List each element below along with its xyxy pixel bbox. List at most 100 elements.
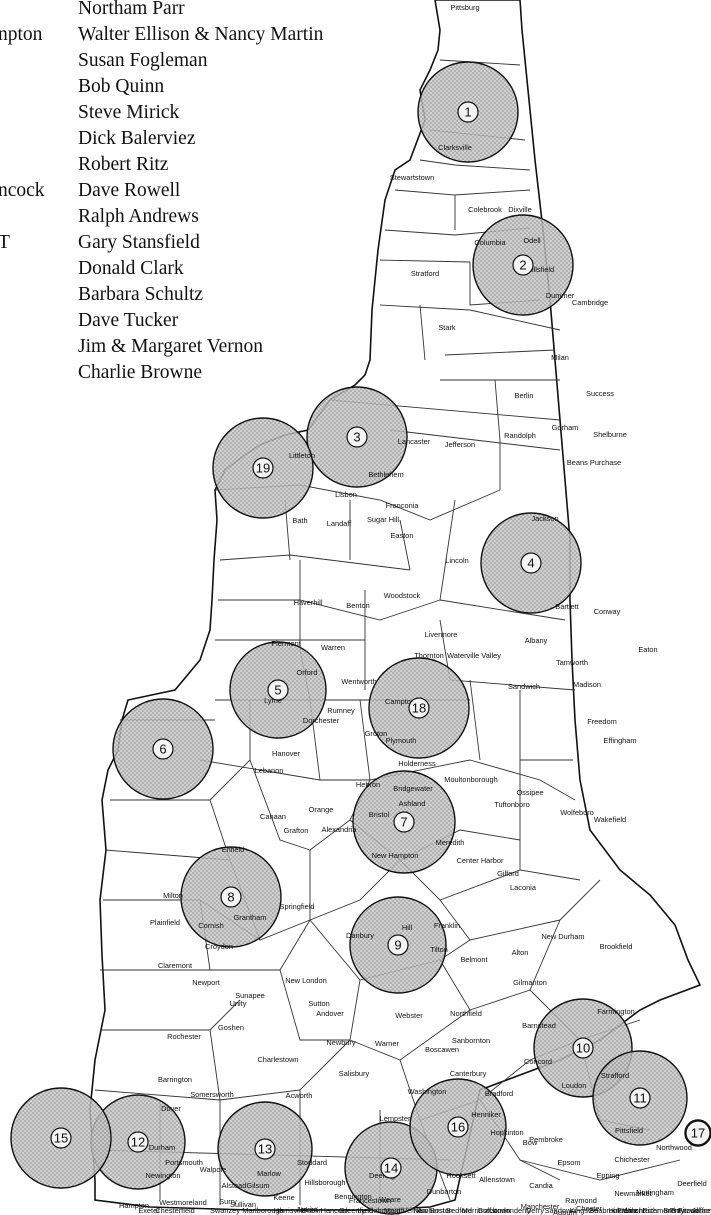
town-label: Sandown bbox=[545, 1206, 576, 1215]
town-label: Francestown bbox=[349, 1196, 391, 1205]
town-label: Manchester bbox=[521, 1202, 560, 1211]
town-label: Sullivan bbox=[230, 1200, 256, 1209]
town-label: Landaff bbox=[327, 519, 352, 528]
town-border bbox=[439, 59, 521, 66]
town-label: Durham bbox=[149, 1143, 175, 1152]
town-label: Unity bbox=[230, 999, 247, 1008]
town-label: Bath bbox=[292, 516, 307, 525]
town-label: Jefferson bbox=[445, 440, 475, 449]
town-label: Concord bbox=[524, 1057, 552, 1066]
town-label: Lancaster bbox=[398, 437, 431, 446]
town-label: Lebanon bbox=[255, 766, 284, 775]
town-label: Bedford bbox=[446, 1206, 472, 1215]
town-label: Claremont bbox=[158, 961, 192, 970]
town-label: Marlow bbox=[257, 1169, 281, 1178]
town-label: Hillsborough bbox=[304, 1178, 345, 1187]
town-border bbox=[469, 679, 481, 761]
town-label: Success bbox=[586, 389, 614, 398]
town-label: Albany bbox=[525, 636, 548, 645]
region-number: 5 bbox=[274, 683, 281, 698]
town-label: Barrington bbox=[158, 1075, 192, 1084]
volunteer-name: Dave Tucker bbox=[78, 310, 179, 331]
volunteer-name: Barbara Schultz bbox=[78, 284, 204, 305]
region-number: 3 bbox=[353, 430, 360, 445]
town-label: Wolfeboro bbox=[560, 808, 594, 817]
town-label: Stoddard bbox=[297, 1158, 327, 1167]
town-label: Franklin bbox=[434, 921, 460, 930]
town-label: Farmington bbox=[597, 1007, 634, 1016]
town-border bbox=[209, 1029, 221, 1101]
town-label: Hooksett bbox=[446, 1171, 475, 1180]
town-label: New Boston bbox=[413, 1206, 453, 1215]
town-label: Amherst bbox=[417, 1206, 445, 1215]
town-border bbox=[469, 759, 576, 801]
town-label: Colebrook bbox=[468, 205, 502, 214]
region-number: 18 bbox=[412, 701, 426, 716]
region-number-badge bbox=[254, 1138, 276, 1160]
town-label: Chichester bbox=[614, 1155, 650, 1164]
town-label: Goshen bbox=[218, 1023, 244, 1032]
volunteer-name: Dick Balerviez bbox=[78, 128, 196, 149]
town-label: Harrisville bbox=[274, 1206, 306, 1215]
town-label: Portsmouth bbox=[165, 1158, 203, 1167]
town-border bbox=[249, 759, 311, 851]
town-labels: PittsburgClarksvilleStewartstownColebroo… bbox=[119, 3, 711, 1215]
town-label: Grafton bbox=[284, 826, 309, 835]
town-border bbox=[389, 429, 561, 451]
town-label: Easton bbox=[390, 531, 413, 540]
town-label: Dorchester bbox=[303, 716, 340, 725]
town-label: Gilsum bbox=[247, 1181, 270, 1190]
town-label: Auburn bbox=[553, 1208, 577, 1215]
town-label: Keene bbox=[273, 1193, 294, 1202]
town-label: Franconia bbox=[386, 501, 420, 510]
town-label: Plainfield bbox=[150, 918, 180, 927]
town-label: Millsfield bbox=[526, 265, 554, 274]
town-label: Tilton bbox=[430, 945, 448, 954]
town-border bbox=[439, 499, 456, 601]
town-label: Northfield bbox=[450, 1009, 482, 1018]
volunteer-name: Steve Mirick bbox=[78, 102, 180, 123]
town-border bbox=[419, 304, 426, 361]
town-label: Woodstock bbox=[384, 591, 421, 600]
town-label: Bradford bbox=[485, 1089, 513, 1098]
town-label: New Hampton bbox=[372, 851, 419, 860]
town-label: Bennington bbox=[334, 1192, 371, 1201]
town-label: Springfield bbox=[280, 902, 315, 911]
town-label: Seabrook bbox=[589, 1206, 621, 1215]
region-number: 14 bbox=[384, 1161, 398, 1176]
town-label: Croydon bbox=[205, 942, 233, 951]
town-label: Newington bbox=[146, 1171, 181, 1180]
town-label: Brookfield bbox=[600, 942, 633, 951]
region-number-badge bbox=[520, 552, 542, 574]
region-number: 10 bbox=[576, 1041, 590, 1056]
town-label: Henniker bbox=[471, 1110, 501, 1119]
town-label: Tamworth bbox=[556, 658, 588, 667]
town-label: Orford bbox=[297, 668, 318, 677]
town-label: Canterbury bbox=[450, 1069, 487, 1078]
town-border bbox=[279, 969, 350, 1041]
town-label: Fremont bbox=[617, 1206, 645, 1215]
town-border bbox=[439, 599, 566, 621]
town-label: Lyndeborough bbox=[358, 1206, 405, 1215]
town-border bbox=[379, 259, 471, 263]
region-number-badge bbox=[685, 1120, 711, 1146]
town-label: Freedom bbox=[587, 717, 617, 726]
town-label: Center Harbor bbox=[457, 856, 504, 865]
region-number-badge bbox=[572, 1037, 594, 1059]
town-label: Charlestown bbox=[257, 1055, 298, 1064]
town-label: Mont Vernon bbox=[384, 1206, 426, 1215]
town-border bbox=[218, 599, 441, 621]
town-label: Lisbon bbox=[335, 490, 357, 499]
region-number-badge bbox=[512, 254, 534, 276]
town-label: Columbia bbox=[474, 238, 506, 247]
town-border bbox=[219, 554, 411, 571]
town-label: Laconia bbox=[510, 883, 537, 892]
town-label: Webster bbox=[395, 1011, 423, 1020]
region-number-badge bbox=[252, 457, 274, 479]
town-label: Epping bbox=[596, 1171, 619, 1180]
town-border bbox=[94, 1089, 221, 1101]
town-label: Hinsdale bbox=[609, 1206, 638, 1215]
town-label: Bethlehem bbox=[368, 470, 403, 479]
region-number: 6 bbox=[159, 742, 166, 757]
